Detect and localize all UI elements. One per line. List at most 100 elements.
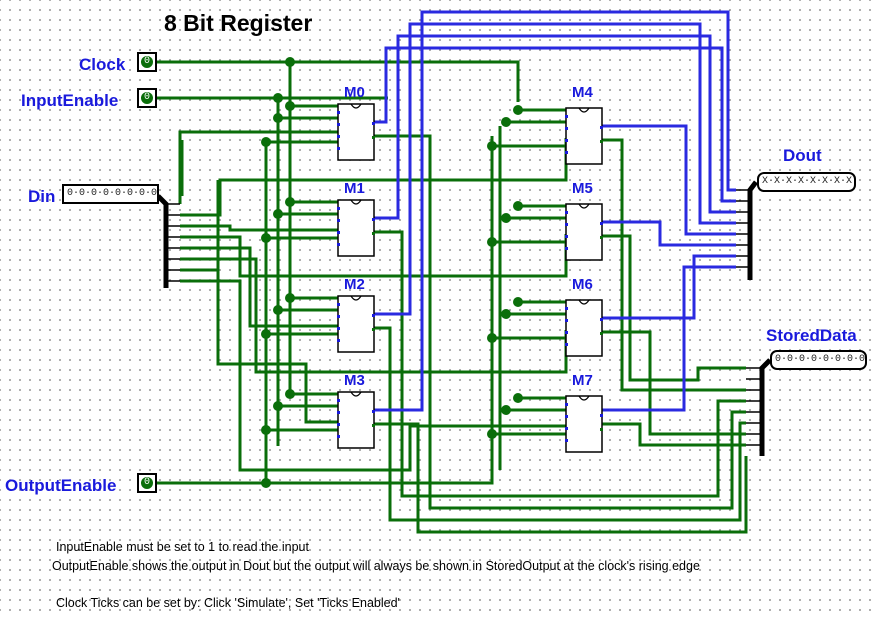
junction-dot — [261, 233, 271, 243]
clock-notch-icon — [578, 299, 590, 305]
register-module-body — [565, 107, 603, 165]
junction-dot — [261, 137, 271, 147]
junction-dot — [285, 293, 295, 303]
input-port — [337, 327, 340, 330]
input-port — [337, 303, 340, 306]
output-port — [600, 140, 603, 143]
input-port — [565, 415, 568, 418]
output-enable-pin[interactable]: 0 — [137, 473, 157, 493]
input-enable-pin-value: 0 — [141, 92, 153, 104]
blue-wires — [374, 10, 736, 412]
junction-dot — [261, 329, 271, 339]
output-port — [600, 318, 603, 321]
wire — [374, 422, 748, 534]
input-port — [565, 247, 568, 250]
input-port — [337, 123, 340, 126]
wire — [157, 60, 520, 102]
input-port — [337, 135, 340, 138]
input-enable-label: InputEnable — [21, 91, 119, 110]
clock-label: Clock — [79, 55, 126, 74]
wire — [747, 180, 758, 280]
module-label-m7: M7 — [572, 372, 593, 389]
input-port — [337, 411, 340, 414]
input-port — [565, 115, 568, 118]
input-port — [565, 439, 568, 442]
input-port — [337, 111, 340, 114]
input-port — [565, 151, 568, 154]
wire — [180, 138, 568, 217]
wire — [602, 265, 736, 412]
clock-notch-icon — [350, 295, 362, 301]
register-module-body — [565, 299, 603, 357]
output-port — [600, 414, 603, 417]
input-port — [337, 219, 340, 222]
wire-junctions — [261, 57, 523, 488]
junction-dot — [261, 478, 271, 488]
note-input-enable: InputEnable must be set to 1 to read the… — [56, 540, 309, 554]
green-wires — [157, 60, 748, 534]
input-port — [565, 223, 568, 226]
bus-splitters — [156, 180, 772, 456]
module-label-m5: M5 — [572, 180, 593, 197]
wire — [180, 257, 568, 374]
page-title: 8 Bit Register — [164, 10, 313, 36]
junction-dot — [513, 393, 523, 403]
din-label: Din — [28, 187, 56, 206]
input-enable-pin[interactable]: 0 — [137, 88, 157, 108]
module-label-m2: M2 — [344, 276, 365, 293]
module-label-m1: M1 — [344, 180, 365, 197]
clock-notch-icon — [578, 203, 590, 209]
wire — [374, 326, 746, 522]
input-port — [337, 435, 340, 438]
output-port — [600, 222, 603, 225]
clock-notch-icon — [350, 391, 362, 397]
junction-dot — [285, 101, 295, 111]
output-port — [600, 428, 603, 431]
input-port — [565, 343, 568, 346]
register-module-body — [337, 103, 375, 161]
note-clock-ticks: Clock Ticks can be set by: Click 'Simula… — [56, 596, 400, 610]
junction-dot — [501, 117, 511, 127]
module-label-m6: M6 — [572, 276, 593, 293]
junction-dot — [487, 429, 497, 439]
junction-dot — [273, 93, 283, 103]
wire — [374, 46, 736, 203]
input-port — [337, 243, 340, 246]
din-input[interactable]: 0·0·0·0·0·0·0·0 — [62, 184, 159, 204]
input-port — [337, 231, 340, 234]
input-port — [565, 127, 568, 130]
wire — [602, 422, 746, 447]
register-module-body — [565, 395, 603, 453]
register-module-body — [337, 391, 375, 449]
clock-pin-value: 0 — [141, 56, 153, 68]
clock-notch-icon — [350, 199, 362, 205]
clock-pin[interactable]: 0 — [137, 52, 157, 72]
input-port — [337, 339, 340, 342]
output-port — [372, 410, 375, 413]
wire — [374, 230, 746, 498]
output-port — [372, 136, 375, 139]
wire — [156, 194, 169, 288]
output-port — [372, 122, 375, 125]
input-port — [565, 319, 568, 322]
module-label-m4: M4 — [572, 84, 593, 101]
input-port — [337, 315, 340, 318]
clock-notch-icon — [578, 107, 590, 113]
input-port — [337, 207, 340, 210]
wire — [374, 10, 736, 412]
junction-dot — [261, 425, 271, 435]
junction-dot — [513, 201, 523, 211]
junction-dot — [273, 113, 283, 123]
input-port — [337, 423, 340, 426]
dout-label: Dout — [783, 146, 822, 165]
module-label-m0: M0 — [344, 84, 365, 101]
input-port — [565, 211, 568, 214]
input-port — [565, 235, 568, 238]
junction-dot — [487, 237, 497, 247]
output-enable-pin-value: 0 — [141, 477, 153, 489]
stored-data-output: 0·0·0·0·0·0·0·0 — [770, 350, 867, 370]
junction-dot — [285, 389, 295, 399]
output-port — [372, 424, 375, 427]
input-port — [565, 331, 568, 334]
